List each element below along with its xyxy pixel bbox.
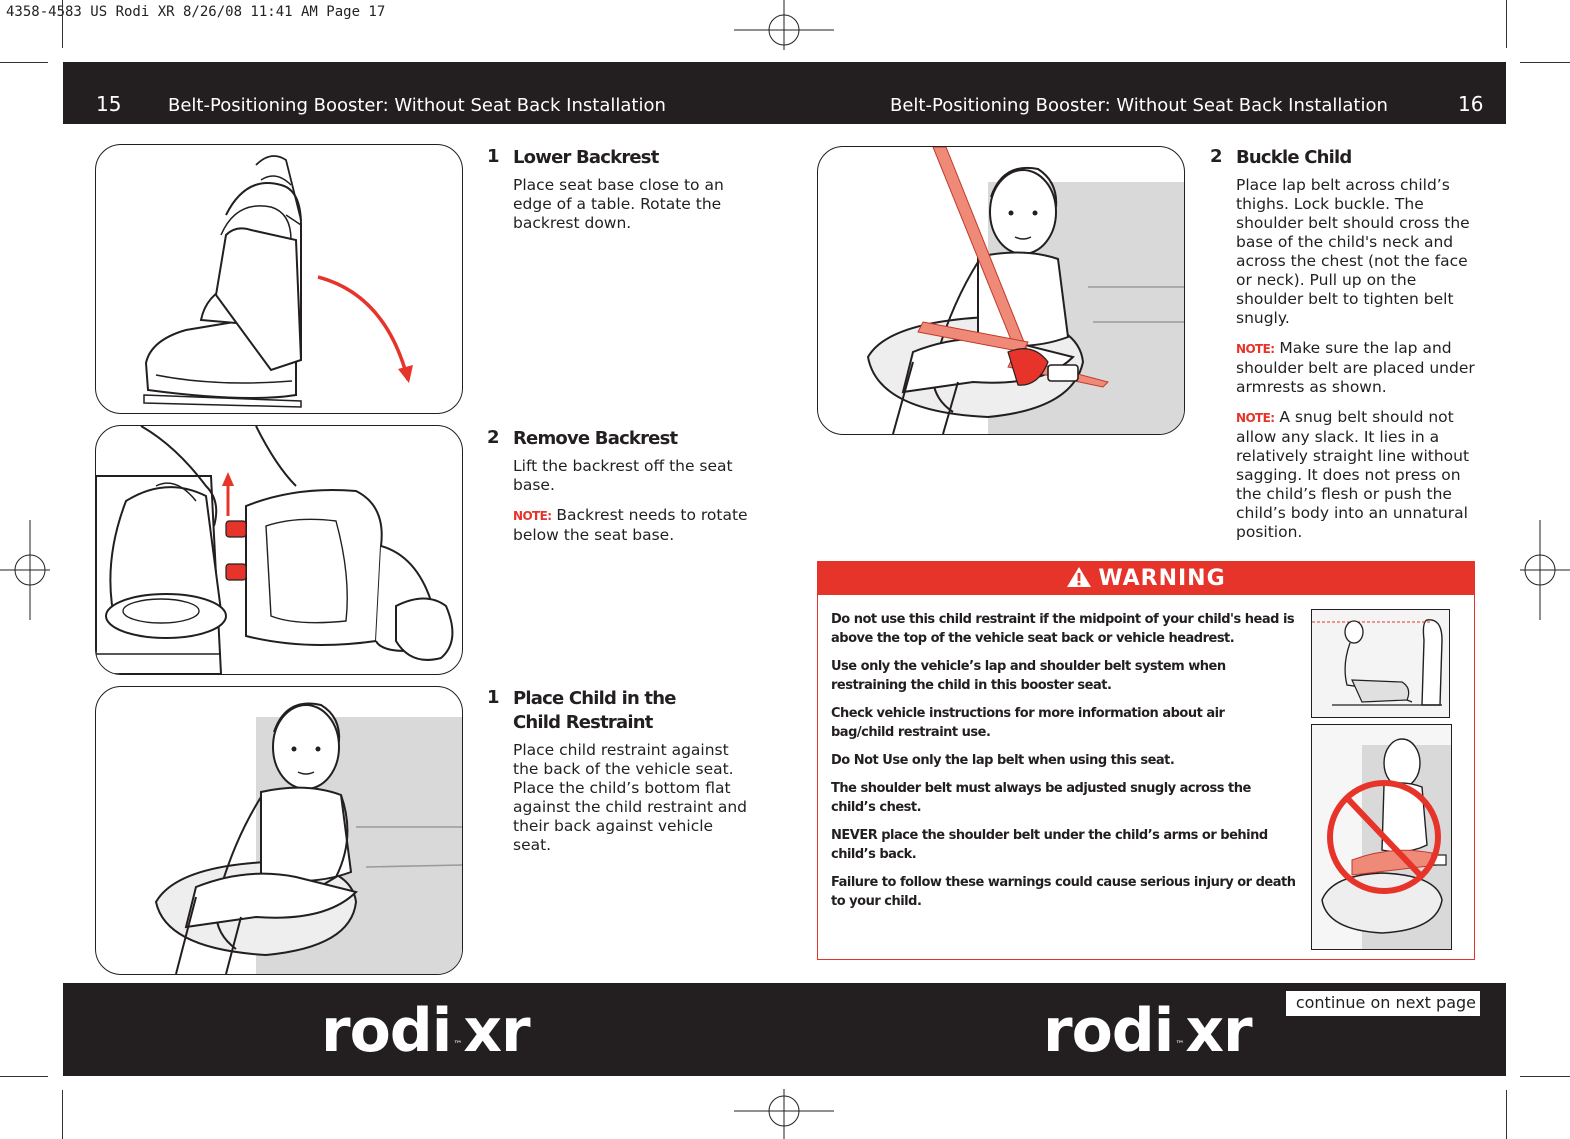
step-note: NOTE: Make sure the lap and shoulder bel… (1236, 339, 1478, 397)
step-note: NOTE: Backrest needs to rotate below the… (513, 506, 757, 545)
crop-mark (62, 1090, 63, 1139)
logo-wordmark: rodi (1043, 996, 1174, 1066)
step-remove-backrest: 2 Remove Backrest Lift the backrest off … (487, 427, 757, 545)
trademark-symbol: ™ (453, 1040, 462, 1050)
prohibited-sign-icon (1327, 780, 1441, 894)
step-buckle-child: 2 Buckle Child Place lap belt across chi… (1210, 146, 1478, 542)
crop-mark (1506, 0, 1507, 48)
logo-suffix: xr (1185, 996, 1252, 1066)
step-title: Buckle Child (1236, 147, 1352, 168)
note-label: NOTE: (1236, 342, 1275, 356)
trademark-symbol: ™ (1175, 1040, 1184, 1050)
warning-header: WARNING (818, 562, 1474, 595)
warning-item: The shoulder belt must always be adjuste… (831, 781, 1251, 815)
warning-item: Check vehicle instructions for more info… (831, 706, 1225, 740)
step-body: Place seat base close to an edge of a ta… (513, 176, 724, 232)
step-number: 2 (487, 427, 500, 448)
registration-mark-icon (1520, 520, 1570, 620)
step-note: NOTE: A snug belt should not allow any s… (1236, 408, 1478, 542)
warning-triangle-icon (1067, 567, 1092, 587)
warning-item: Do not use this child restraint if the m… (831, 612, 1295, 646)
note-label: NOTE: (1236, 411, 1275, 425)
registration-mark-icon (0, 520, 50, 620)
warning-box: WARNING Do not use this child restraint … (817, 561, 1475, 960)
step-body: Lift the backrest off the seat base. (513, 457, 733, 494)
crop-mark (0, 62, 48, 63)
crop-mark (1520, 62, 1570, 63)
print-slug: 4358-4583 US Rodi XR 8/26/08 11:41 AM Pa… (6, 4, 386, 20)
registration-mark-icon (734, 1089, 834, 1139)
page-number-right: 16 (1458, 92, 1484, 116)
step-number: 1 (487, 146, 500, 167)
crop-mark (62, 0, 63, 48)
note-label: NOTE: (513, 509, 552, 523)
continue-note: continue on next page (1285, 991, 1480, 1016)
step-title: Place Child in the Child Restraint (513, 688, 676, 733)
arrow-icon (317, 275, 410, 381)
crop-mark (1506, 1090, 1507, 1139)
remove-backrest-illustration (95, 425, 463, 675)
warning-heading: WARNING (1098, 566, 1226, 591)
step-place-child: 1 Place Child in the Child Restraint Pla… (487, 687, 749, 855)
note-text: Backrest needs to rotate below the seat … (513, 506, 748, 544)
registration-mark-icon (734, 0, 834, 50)
section-title-right: Belt-Positioning Booster: Without Seat B… (890, 95, 1388, 116)
page-header: 15 Belt-Positioning Booster: Without Sea… (63, 62, 1506, 124)
place-child-illustration (95, 686, 463, 975)
crop-mark (0, 1076, 48, 1077)
warning-item: Do Not Use only the lap belt when using … (831, 753, 1175, 768)
warning-list: Do not use this child restraint if the m… (831, 610, 1309, 920)
step-number: 2 (1210, 146, 1223, 167)
lower-backrest-illustration (95, 144, 463, 414)
headrest-height-illustration (1311, 609, 1450, 718)
logo-wordmark: rodi (321, 996, 452, 1066)
step-number: 1 (487, 687, 500, 708)
step-body: Place child restraint against the back o… (513, 741, 748, 854)
warning-item: Use only the vehicle’s lap and shoulder … (831, 659, 1226, 693)
page-number-left: 15 (96, 92, 122, 116)
lap-belt-only-prohibited-illustration (1311, 724, 1452, 950)
step-body: Place lap belt across child’s thighs. Lo… (1236, 176, 1470, 327)
crop-mark (1520, 1076, 1570, 1077)
section-title-left: Belt-Positioning Booster: Without Seat B… (168, 95, 666, 116)
logo-suffix: xr (463, 996, 530, 1066)
note-text: Make sure the lap and shoulder belt are … (1236, 339, 1475, 396)
warning-item: Failure to follow these warnings could c… (831, 875, 1296, 909)
buckle-child-illustration (817, 146, 1185, 435)
warning-item: NEVER place the shoulder belt under the … (831, 828, 1268, 862)
note-text: A snug belt should not allow any slack. … (1236, 408, 1470, 541)
step-lower-backrest: 1 Lower Backrest Place seat base close t… (487, 146, 757, 233)
step-title: Lower Backrest (513, 147, 659, 168)
step-title: Remove Backrest (513, 428, 678, 449)
